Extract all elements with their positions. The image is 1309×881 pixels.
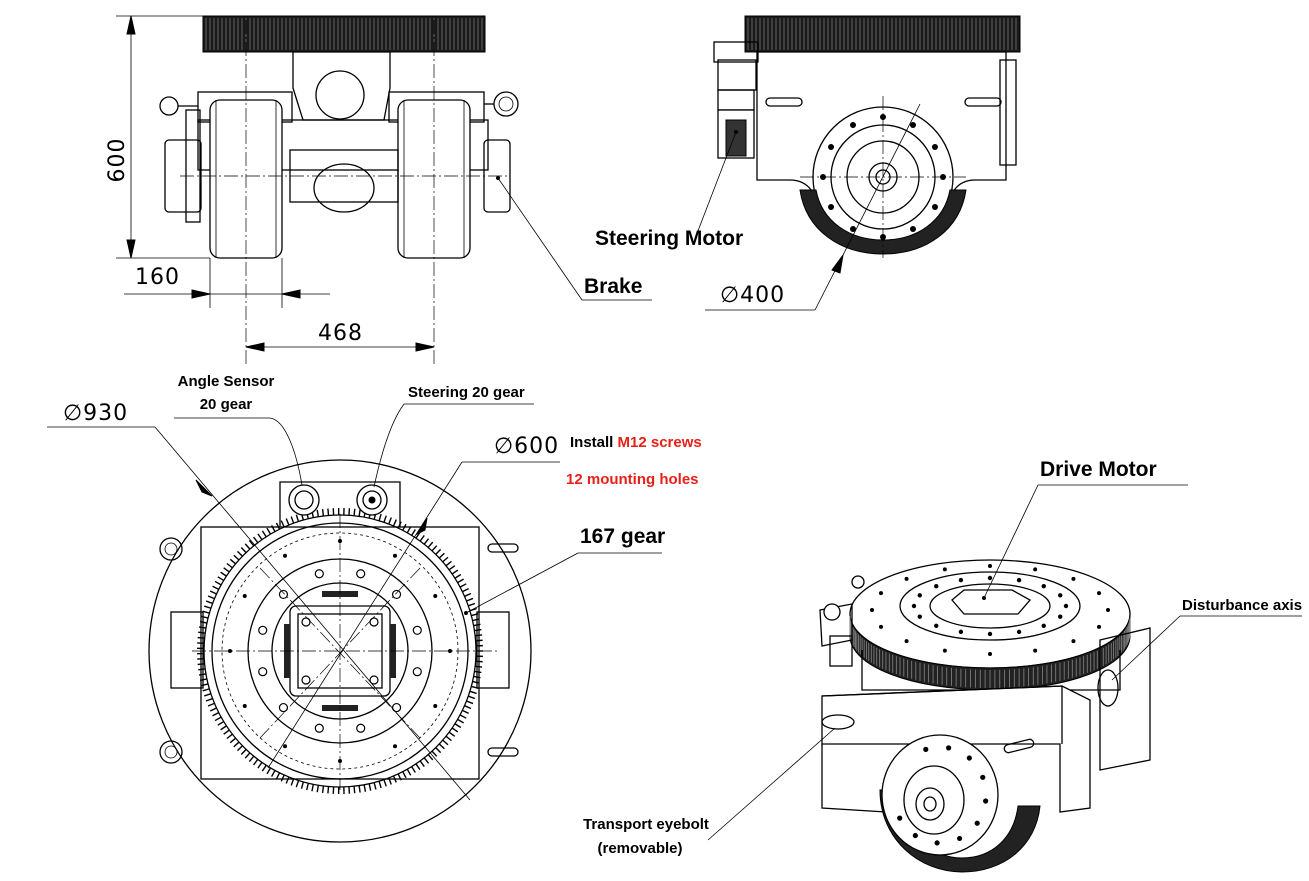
left-motor — [164, 139, 202, 213]
central-housing — [292, 51, 391, 121]
iso-wheel — [881, 734, 999, 856]
dim-diameter-600: ∅600 — [494, 434, 559, 459]
dim-height-600: 600 — [105, 138, 130, 183]
label-steering-gear: Steering 20 gear — [408, 384, 525, 401]
side-plate — [744, 15, 1021, 53]
dim-diameter-930: ∅930 — [63, 401, 128, 426]
angle-sensor-gear — [288, 484, 320, 516]
outer-circle-930 — [148, 459, 532, 843]
label-install-screws: Install M12 screws — [570, 434, 702, 451]
label-brake: Brake — [584, 275, 642, 298]
dim-width-160: 160 — [135, 265, 180, 290]
label-angle-sensor-gear: 20 gear — [200, 396, 253, 413]
housing-window — [315, 70, 365, 120]
top-motor-left — [170, 611, 204, 689]
axle-housing — [197, 119, 489, 171]
turntable-plate — [202, 15, 486, 53]
dim-width-468: 468 — [318, 321, 363, 346]
label-167-gear: 167 gear — [580, 525, 665, 548]
label-transport-eyebolt: Transport eyebolt — [583, 816, 709, 833]
eyebolt-left — [159, 96, 179, 116]
isometric-view: Drive Motor Disturbance axis Transport e… — [583, 458, 1302, 873]
label-steering-motor: Steering Motor — [595, 227, 743, 250]
front-view: 600 160 468 Brake — [105, 15, 652, 365]
label-transport-removable: (removable) — [597, 840, 682, 857]
label-mounting-holes: 12 mounting holes — [566, 471, 699, 488]
top-view: ∅930 ∅600 Install M12 screws 12 mounting… — [47, 373, 702, 843]
side-view: Steering Motor ∅400 — [595, 15, 1021, 311]
iso-right-box — [1099, 627, 1151, 771]
label-drive-motor: Drive Motor — [1040, 458, 1157, 481]
top-brake-right — [476, 611, 510, 689]
iso-hub — [951, 589, 1032, 615]
label-angle-sensor: Angle Sensor — [178, 373, 275, 390]
iso-front-box — [821, 685, 1091, 813]
label-disturbance-axis: Disturbance axis — [1182, 597, 1302, 614]
dim-diameter-400: ∅400 — [720, 283, 785, 308]
gear-bracket — [279, 481, 401, 527]
eyebolt-right — [493, 91, 519, 117]
